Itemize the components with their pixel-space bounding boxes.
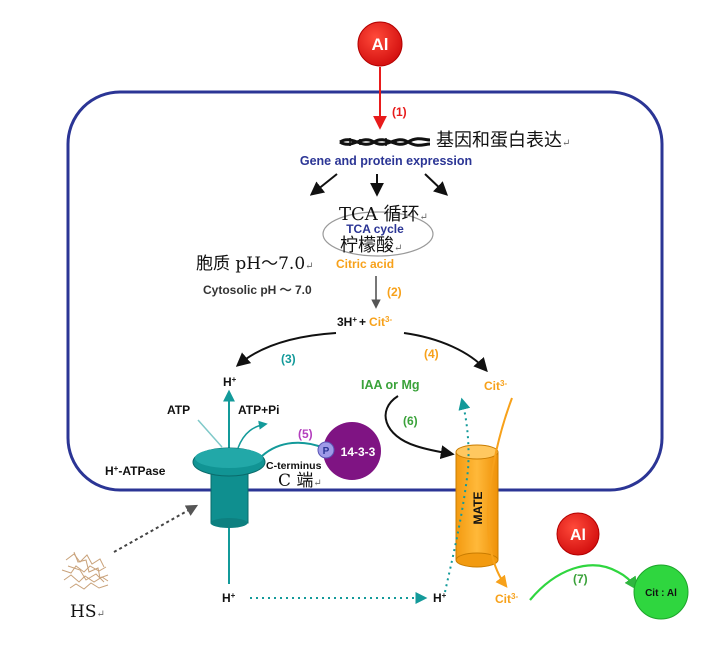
al-right-label: Al [570,527,586,544]
step-6: (6) [403,414,418,428]
atp-pi-arrow [237,420,268,449]
arrow-h-to-left [235,332,337,367]
cit-efflux-path [486,397,513,588]
al-ion-right [556,512,600,556]
cell-membrane [66,90,664,492]
h-influx-mate-path [444,397,471,593]
cit-apoplast: Cit3- [495,592,518,607]
atp-line [197,419,223,448]
arrow-cit-to-right [403,332,488,373]
cit-al-complex [633,564,689,620]
step-4: (4) [424,347,439,361]
h-apoplast-right: H+ [433,591,447,606]
arrow-complex-formation [529,564,638,601]
citric-zh-label: 柠檬酸↵ [340,235,402,256]
step-5: (5) [298,427,313,441]
phospho-label: P [323,446,330,457]
h-cytosol: H+ [223,375,237,390]
hs-label: HS↵ [70,602,105,622]
mate-transporter [455,444,499,568]
atp-label: ATP [167,403,190,417]
dna-icon [339,137,431,147]
c-terminus-zh-label: C 端↵ [278,471,322,491]
gene-zh-label: 基因和蛋白表达↵ [436,130,570,151]
cit-al-label: Cit : Al [645,588,677,599]
h-atpase-label: H+-ATPase [105,464,166,479]
iaa-mg-label: IAA or Mg [361,378,420,392]
mate-label: MATE [471,491,485,524]
dissociation-products: 3H++Cit3- [337,315,392,330]
step-2: (2) [387,285,402,299]
cit-cytosol: Cit3- [484,379,507,394]
protein-14-3-3-label: 14-3-3 [341,445,376,459]
protein-14-3-3 [323,422,381,480]
tca-cycle-label: TCA cycle [346,222,404,236]
c-terminus-tail [261,441,325,457]
cytosolic-ph-label: Cytosolic pH ～ 7.0 [203,283,312,297]
citric-acid-label: Citric acid [336,257,394,271]
humic-substance-icon [61,551,109,590]
h-atpase-pump [192,447,266,528]
gene-expression-label: Gene and protein expression [300,154,472,168]
arrow-gene-left [309,173,338,196]
al-ion-top [357,21,403,67]
c-terminus-label: C-terminus [266,460,322,472]
phospho-group [317,441,335,459]
al-top-label: Al [372,35,389,54]
arrow-hs-to-atpase [113,504,199,553]
cytosolic-zh-label: 胞质 pH～7.0↵ [196,254,314,274]
arrow-iaa-to-mate [384,395,455,460]
tca-cycle-ring [322,211,434,257]
atp-pi-label: ATP+Pi [238,403,279,417]
step-3: (3) [281,352,296,366]
step-7: (7) [573,572,588,586]
tca-zh-label: TCA 循环↵ [339,204,428,225]
h-apoplast-left: H+ [222,591,236,606]
step-1: (1) [392,105,407,119]
arrow-gene-right [424,173,449,196]
